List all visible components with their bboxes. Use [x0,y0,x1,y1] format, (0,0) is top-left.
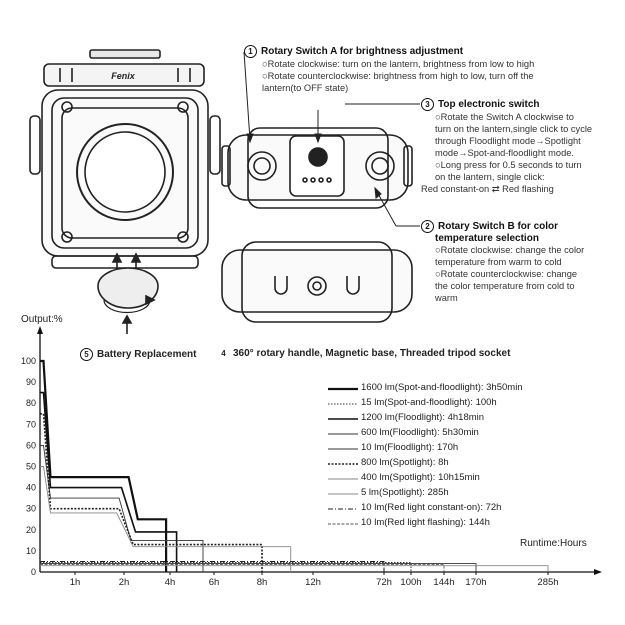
legend-label: 10 lm(Red light constant-on): 72h [361,502,502,513]
x-tick-label: 4h [165,577,176,588]
legend-label: 15 lm(Spot-and-floodlight): 100h [361,397,497,408]
x-tick-label: 170h [465,577,486,588]
battery-replacement-diagram [97,252,159,334]
callout-number: 5 [80,348,93,361]
brand-logo: Fenix [111,71,136,81]
legend-swatch [328,508,358,510]
y-tick-label: 100 [21,356,36,366]
legend-label: 1600 lm(Spot-and-floodlight): 3h50min [361,382,523,393]
legend-swatch [328,403,358,405]
callout-text: lantern(to OFF state) [262,83,349,93]
legend-swatch [328,478,358,480]
callout-number: 2 [421,220,434,233]
x-tick-label: 100h [400,577,421,588]
series-line-2 [40,562,412,572]
x-tick-label: 6h [209,577,220,588]
callout-text: ○Rotate clockwise: change the color [435,245,585,255]
callout-text: Red constant-on ⇄ Red flashing [421,184,554,194]
callout-text: ○Rotate counterclockwise: brightness fro… [262,71,534,81]
callout-text: the color temperature from cold to [435,281,575,291]
legend-swatch [328,433,358,435]
callout-leaders [243,51,420,227]
legend-label: 400 lm(Spotlight): 10h15min [361,472,480,483]
chart-ticks: 0 10 20 30 40 50 60 70 80 90 100 1h 2h 4h 6h 8h 12h 72h 10… [21,356,559,588]
y-tick-label: 40 [26,483,36,493]
legend-label: 10 lm(Floodlight): 170h [361,442,459,453]
y-tick-label: 10 [26,546,36,556]
y-tick-label: 70 [26,419,36,429]
series-line-6 [40,413,263,572]
x-axis-arrow [594,569,602,575]
y-tick-label: 90 [26,377,36,387]
x-tick-label: 1h [70,577,81,588]
lantern-bottom-view [221,241,413,323]
series-line-1 [40,359,168,572]
callout-text: ○Long press for 0.5 seconds to turn [435,160,582,170]
callout-text: ○Rotate the Switch A clockwise to [435,112,574,122]
chart-axes [37,326,602,575]
callout-number: 1 [244,45,257,58]
callout-text: ○Rotate clockwise: turn on the lantern, … [262,59,535,69]
callout-text: ○Rotate counterclockwise: change [435,269,578,279]
series-line-7 [40,466,292,572]
y-axis-arrow [37,326,43,334]
series-line-3 [40,391,178,572]
legend-label: 600 lm(Floodlight): 5h30min [361,427,479,438]
x-tick-label: 8h [257,577,268,588]
lantern-front-view [29,49,221,269]
y-tick-label: 20 [26,525,36,535]
legend-swatch [328,463,358,465]
x-tick-label: 144h [433,577,454,588]
callout-number: 3 [421,98,434,111]
y-tick-label: 80 [26,398,36,408]
legend-swatch [328,387,358,391]
legend-label: 10 lm(Red light flashing): 144h [361,517,490,528]
callout-text: warm [435,293,458,303]
x-tick-label: 12h [305,577,321,588]
y-tick-label: 60 [26,440,36,450]
y-tick-label: 30 [26,504,36,514]
legend-label: 5 lm(Spotlight): 285h [361,487,449,498]
legend-swatch [328,448,358,450]
y-tick-label: 0 [31,567,36,577]
chart-series [40,359,549,572]
legend-label: 800 lm(Spotlight): 8h [361,457,449,468]
y-tick-label: 50 [26,462,36,472]
callout-text: turn on the lantern,single click to cycl… [435,124,593,134]
x-tick-label: 285h [537,577,558,588]
callout-text: mode→Spot-and-floodlight mode. [435,148,575,158]
callout-number: 4 [221,349,226,358]
x-axis-label: Runtime:Hours [520,538,587,549]
series-line-8 [40,565,549,572]
x-tick-label: 72h [376,577,392,588]
series-line-4 [40,444,204,572]
x-tick-label: 2h [119,577,130,588]
callout-title-cont: temperature selection [435,233,539,244]
callout-text: temperature from warm to cold [435,257,562,267]
legend-swatch [328,418,358,420]
legend-swatch [328,493,358,495]
legend-label: 1200 lm(Floodlight): 4h18min [361,412,485,423]
callout-text: on the lantern, single click: [435,172,545,182]
series-line-5 [40,563,477,572]
callout-text: through Floodlight mode→Spotlight [435,136,581,146]
y-axis-label: Output:% [21,314,63,325]
series-line-9 [40,561,385,572]
legend-swatch [328,523,358,525]
